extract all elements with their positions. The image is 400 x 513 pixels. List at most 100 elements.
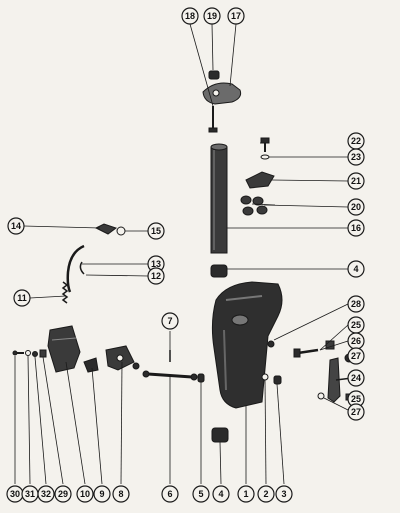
callout-25: 25 bbox=[347, 390, 365, 408]
callout-circle bbox=[212, 485, 230, 503]
part-2-washer bbox=[261, 373, 269, 381]
callout-27: 27 bbox=[347, 403, 365, 421]
part-30-screw bbox=[12, 350, 24, 356]
part-5-nut bbox=[197, 373, 205, 383]
callout-circle bbox=[7, 217, 25, 235]
callout-label: 17 bbox=[231, 11, 241, 21]
part-28-nut bbox=[267, 340, 275, 348]
callout-29: 29 bbox=[54, 485, 72, 503]
callout-19: 19 bbox=[203, 7, 221, 25]
callout-11: 11 bbox=[13, 289, 31, 307]
callout-label: 10 bbox=[80, 489, 90, 499]
callout-16: 16 bbox=[347, 219, 365, 237]
callout-15: 15 bbox=[147, 222, 165, 240]
callout-18: 18 bbox=[181, 7, 199, 25]
part-26-pin bbox=[293, 348, 319, 358]
part-13-12-cable bbox=[66, 244, 85, 293]
part-31-washer bbox=[25, 350, 31, 356]
callout-label: 31 bbox=[25, 489, 35, 499]
callout-26: 26 bbox=[347, 332, 365, 350]
callout-circle bbox=[227, 7, 245, 25]
callout-8: 8 bbox=[112, 485, 130, 503]
callout-label: 12 bbox=[151, 271, 161, 281]
callout-25: 25 bbox=[347, 316, 365, 334]
callout-label: 7 bbox=[167, 316, 172, 326]
callout-label: 4 bbox=[353, 264, 358, 274]
callout-24: 24 bbox=[347, 369, 365, 387]
callout-label: 18 bbox=[185, 11, 195, 21]
callout-32: 32 bbox=[37, 485, 55, 503]
callout-6: 6 bbox=[161, 485, 179, 503]
callout-circle bbox=[192, 485, 210, 503]
callout-label: 2 bbox=[263, 489, 268, 499]
callout-label: 15 bbox=[151, 226, 161, 236]
callout-20: 20 bbox=[347, 198, 365, 216]
callout-circle bbox=[203, 7, 221, 25]
callout-22: 22 bbox=[347, 132, 365, 150]
callout-circle bbox=[347, 148, 365, 166]
callout-circle bbox=[347, 369, 365, 387]
callout-label: 19 bbox=[207, 11, 217, 21]
callout-circle bbox=[76, 485, 94, 503]
callout-7: 7 bbox=[161, 312, 179, 330]
callout-label: 5 bbox=[198, 489, 203, 499]
callout-12: 12 bbox=[147, 267, 165, 285]
callout-circle bbox=[275, 485, 293, 503]
part-20-bushings bbox=[240, 195, 268, 216]
callout-circle bbox=[147, 222, 165, 240]
callout-circle bbox=[54, 485, 72, 503]
callout-label: 28 bbox=[351, 299, 361, 309]
callout-label: 14 bbox=[11, 221, 21, 231]
part-16-tube bbox=[210, 143, 228, 254]
callout-1: 1 bbox=[237, 485, 255, 503]
part-11-spring bbox=[61, 281, 69, 304]
callout-label: 11 bbox=[17, 293, 27, 303]
callout-circle bbox=[112, 485, 130, 503]
callout-label: 13 bbox=[151, 259, 161, 269]
callout-circle bbox=[347, 403, 365, 421]
callout-label: 22 bbox=[351, 136, 361, 146]
callout-circle bbox=[257, 485, 275, 503]
part-3-nut bbox=[273, 375, 282, 385]
callout-label: 20 bbox=[351, 202, 361, 212]
callout-label: 25 bbox=[351, 320, 361, 330]
callout-30: 30 bbox=[6, 485, 24, 503]
callout-label: 21 bbox=[351, 176, 361, 186]
callout-23: 23 bbox=[347, 148, 365, 166]
callout-circle bbox=[347, 260, 365, 278]
callout-circle bbox=[13, 289, 31, 307]
part-22-bolt bbox=[260, 137, 270, 152]
part-29-nut bbox=[39, 349, 47, 358]
callout-4: 4 bbox=[347, 260, 365, 278]
part-6-rod bbox=[142, 370, 198, 381]
part-27-nut-lower bbox=[317, 392, 325, 400]
callout-circle bbox=[347, 295, 365, 313]
callout-label: 29 bbox=[58, 489, 68, 499]
part-1-housing bbox=[211, 281, 283, 409]
callout-label: 6 bbox=[167, 489, 172, 499]
part-32-washer bbox=[32, 351, 38, 357]
part-4-bushing-lower bbox=[211, 427, 229, 443]
part-21-bracket bbox=[245, 171, 275, 189]
callout-label: 8 bbox=[118, 489, 123, 499]
part-14-clip bbox=[94, 223, 118, 235]
callout-14: 14 bbox=[7, 217, 25, 235]
callout-27: 27 bbox=[347, 347, 365, 365]
leader-lines bbox=[14, 23, 355, 485]
callout-label: 3 bbox=[281, 489, 286, 499]
part-8-bracket bbox=[105, 345, 140, 371]
callout-label: 16 bbox=[351, 223, 361, 233]
part-9-clip bbox=[83, 357, 99, 373]
callout-circle bbox=[347, 347, 365, 365]
callout-21: 21 bbox=[347, 172, 365, 190]
callout-label: 27 bbox=[351, 407, 361, 417]
callout-31: 31 bbox=[21, 485, 39, 503]
callout-label: 4 bbox=[218, 489, 223, 499]
callout-circle bbox=[347, 219, 365, 237]
callout-label: 32 bbox=[41, 489, 51, 499]
callout-label: 9 bbox=[99, 489, 104, 499]
callout-circle bbox=[347, 198, 365, 216]
